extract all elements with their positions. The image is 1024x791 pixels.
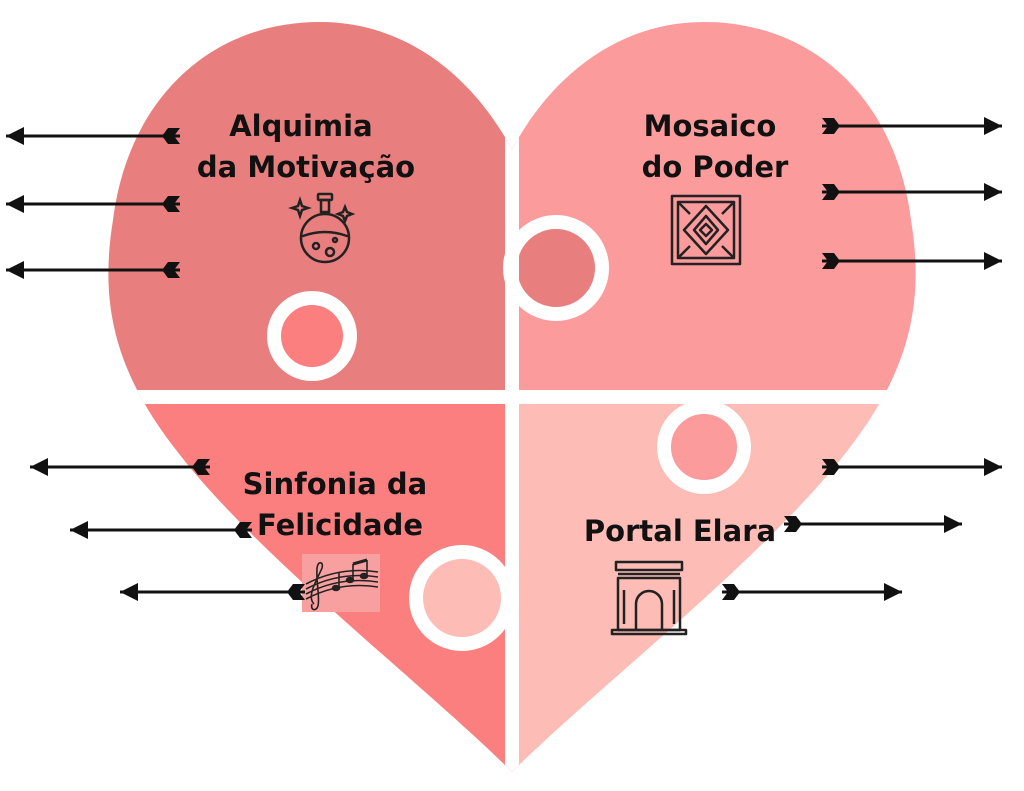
piece-top-right	[506, 22, 916, 400]
triumphal-arch-icon	[610, 560, 688, 636]
music-notes-icon	[302, 554, 380, 612]
arrow-left	[6, 127, 180, 145]
arrow-right	[822, 458, 1002, 476]
arrow-right	[822, 117, 1002, 135]
arrow-right	[784, 515, 962, 533]
piece-top-left	[108, 22, 520, 400]
puzzle-tab	[510, 222, 602, 314]
arrow-left	[120, 583, 305, 601]
arrow-left	[6, 195, 180, 213]
title-sinfonia: Sinfonia da Felicidade	[243, 467, 438, 542]
potion-flask-icon	[288, 192, 356, 264]
tab-outlines	[267, 215, 751, 651]
puzzle-tab	[664, 407, 744, 487]
title-mosaico: Mosaico do Poder	[642, 109, 789, 184]
puzzle-tab	[416, 552, 508, 644]
arrow-left	[30, 458, 210, 476]
arrow-left	[6, 261, 180, 279]
arrow-group	[6, 117, 1002, 601]
arrow-right	[722, 583, 902, 601]
mosaic-tile-icon	[670, 194, 742, 266]
arrow-right	[822, 183, 1002, 201]
arrow-left	[70, 521, 252, 539]
puzzle-tab	[274, 298, 350, 374]
arrow-right	[822, 252, 1002, 270]
title-portal: Portal Elara	[584, 514, 776, 548]
title-alquimia: Alquimia da Motivação	[197, 109, 415, 184]
